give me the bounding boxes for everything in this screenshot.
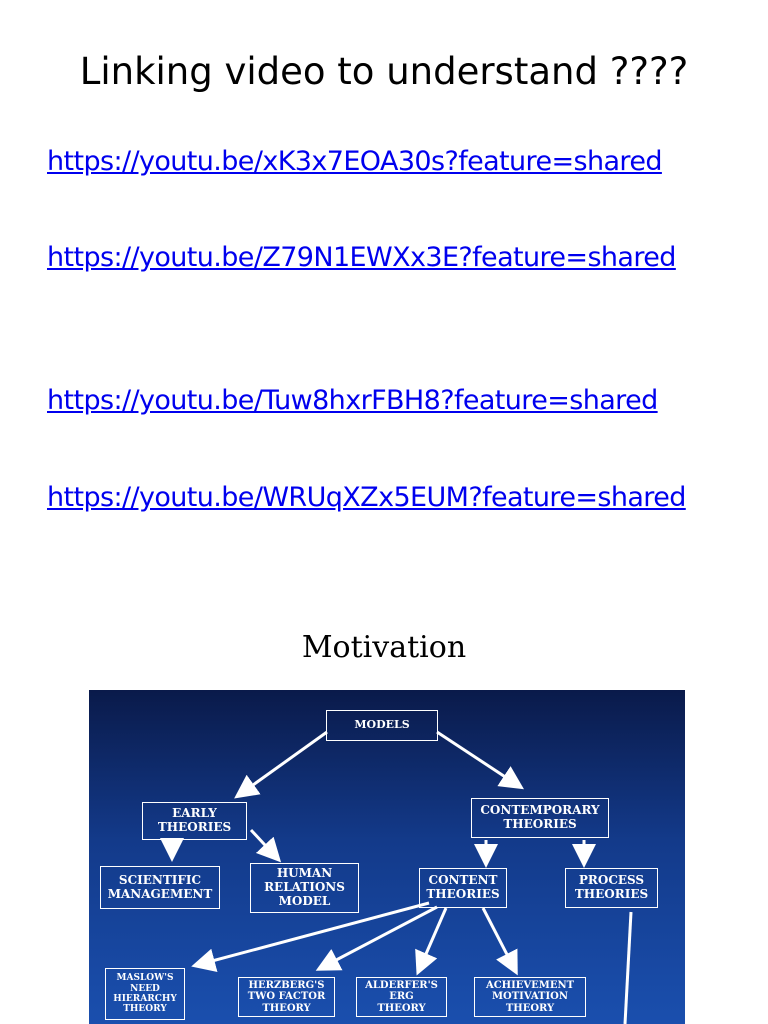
arrow-content-to-maslow — [191, 901, 430, 972]
page-title: Linking video to understand ???? — [79, 50, 689, 93]
video-link-4[interactable]: https://youtu.be/WRUqXZx5EUM?feature=sha… — [47, 482, 686, 513]
node-human-relations-model: HUMAN RELATIONS MODEL — [250, 863, 359, 913]
arrow-content-to-achievement — [481, 907, 518, 976]
motivation-heading: Motivation — [301, 630, 467, 665]
arrow-content-to-herzberg — [315, 905, 438, 971]
node-contemporary-theories: CONTEMPORARY THEORIES — [471, 798, 609, 838]
node-scientific-management: SCIENTIFIC MANAGEMENT — [100, 866, 220, 909]
node-herzberg: HERZBERG'S TWO FACTOR THEORY — [238, 977, 335, 1017]
node-achievement: ACHIEVEMENT MOTIVATION THEORY — [474, 977, 586, 1017]
arrow-models-to-early — [234, 730, 328, 799]
arrow-models-to-contemporary — [436, 730, 525, 790]
node-maslow: MASLOW'S NEED HIERARCHY THEORY — [105, 968, 185, 1020]
diagram-arrows — [160, 730, 633, 1024]
video-link-2[interactable]: https://youtu.be/Z79N1EWXx3E?feature=sha… — [47, 242, 676, 273]
node-alderfer: ALDERFER'S ERG THEORY — [356, 977, 447, 1017]
video-link-1[interactable]: https://youtu.be/xK3x7EOA30s?feature=sha… — [47, 146, 662, 177]
node-models: MODELS — [326, 710, 438, 741]
motivation-models-diagram: MODELS EARLY THEORIES CONTEMPORARY THEOR… — [89, 690, 685, 1024]
line-process-down — [623, 911, 633, 1024]
arrow-early-to-human — [249, 828, 282, 863]
video-link-3[interactable]: https://youtu.be/Tuw8hxrFBH8?feature=sha… — [47, 385, 658, 416]
node-content-theories: CONTENT THEORIES — [419, 868, 507, 908]
arrow-content-to-alderfer — [415, 907, 448, 976]
node-early-theories: EARLY THEORIES — [142, 802, 247, 840]
node-process-theories: PROCESS THEORIES — [565, 868, 658, 908]
